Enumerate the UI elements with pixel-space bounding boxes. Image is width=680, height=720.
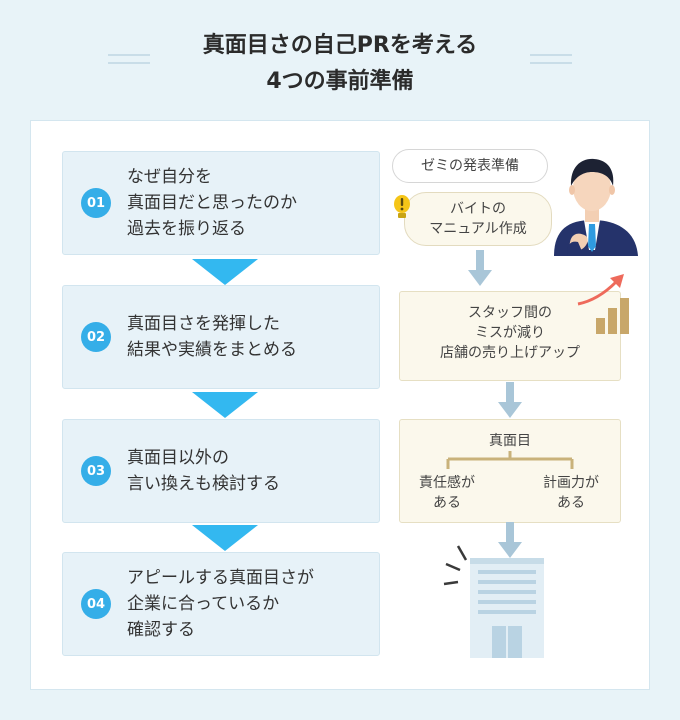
- example-branch-responsibility: 責任感が ある: [419, 475, 475, 511]
- branch-connector: [446, 451, 574, 469]
- example-trait-label: 真面目: [489, 433, 531, 449]
- title-line-1: 真面目さの自己PRを考える: [202, 33, 478, 58]
- step-3-number: 03: [81, 456, 111, 486]
- page-title: 真面目さの自己PRを考える 4つの事前準備: [0, 28, 680, 100]
- title-decoration-left: [108, 54, 150, 66]
- example-branch-planning: 計画力が ある: [543, 475, 599, 511]
- example-result-box: [399, 291, 621, 381]
- example-arrow-2: [498, 382, 522, 418]
- step-1-text: なぜ自分を 真面目だと思ったのか 過去を振り返る: [127, 167, 297, 239]
- step-2-box: 02 真面目さを発揮した 結果や実績をまとめる: [62, 285, 380, 389]
- down-arrow-1: [192, 259, 258, 285]
- step-2-text: 真面目さを発揮した 結果や実績をまとめる: [127, 314, 297, 360]
- title-decoration-right: [530, 54, 572, 66]
- step-1-box: 01 なぜ自分を 真面目だと思ったのか 過去を振り返る: [62, 151, 380, 255]
- example-bubble-seminar: ゼミの発表準備: [392, 149, 548, 183]
- title-line-2: 4つの事前準備: [266, 69, 414, 94]
- step-3-box: 03 真面目以外の 言い換えも検討する: [62, 419, 380, 523]
- down-arrow-3: [192, 525, 258, 551]
- office-building-icon: [443, 545, 544, 658]
- businessman-icon: [554, 158, 638, 256]
- step-2-number: 02: [81, 322, 111, 352]
- down-arrow-2: [192, 392, 258, 418]
- step-4-text: アピールする真面目さが 企業に合っているか 確認する: [127, 568, 314, 640]
- bar-chart-up-icon: [577, 274, 629, 334]
- example-result-text: スタッフ間の ミスが減り 店舗の売り上げアップ: [440, 305, 580, 361]
- step-4-box: 04 アピールする真面目さが 企業に合っているか 確認する: [62, 552, 380, 656]
- step-1-number: 01: [81, 188, 111, 218]
- example-bubble-manual: バイトの マニュアル作成: [404, 192, 552, 246]
- step-4-number: 04: [81, 589, 111, 619]
- step-3-text: 真面目以外の 言い換えも検討する: [127, 448, 280, 494]
- lightbulb-icon: [394, 195, 410, 218]
- example-trait-box: [399, 419, 621, 523]
- example-arrow-1: [468, 250, 492, 286]
- example-arrow-3: [498, 522, 522, 558]
